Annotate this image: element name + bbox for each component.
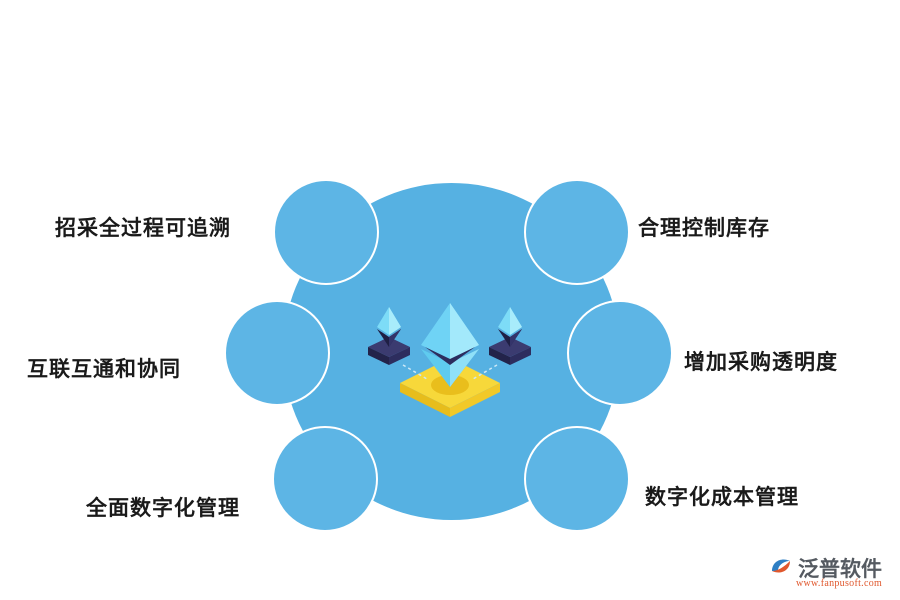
node-circle-top-left (273, 179, 379, 285)
label-traceable-procurement: 招采全过程可追溯 (55, 216, 231, 240)
node-circle-bottom-right (524, 426, 630, 532)
brand-logo-url: www.fanpusoft.com (796, 578, 883, 589)
brand-logo-icon (772, 559, 790, 573)
label-inventory-control: 合理控制库存 (638, 216, 770, 240)
node-circle-mid-left (224, 300, 330, 406)
label-digital-management: 全面数字化管理 (86, 496, 240, 520)
ethereum-gems-illustration (368, 303, 531, 417)
brand-logo-name: 泛普软件 (798, 557, 882, 581)
node-circle-bottom-left (272, 426, 378, 532)
label-interconnection-collaboration: 互联互通和协同 (27, 357, 181, 381)
node-circle-top-right (524, 179, 630, 285)
label-procurement-transparency: 增加采购透明度 (684, 350, 838, 374)
brand-logo: 泛普软件 www.fanpusoft.com (768, 553, 893, 595)
node-circle-mid-right (567, 300, 673, 406)
label-digital-cost-management: 数字化成本管理 (645, 485, 799, 509)
